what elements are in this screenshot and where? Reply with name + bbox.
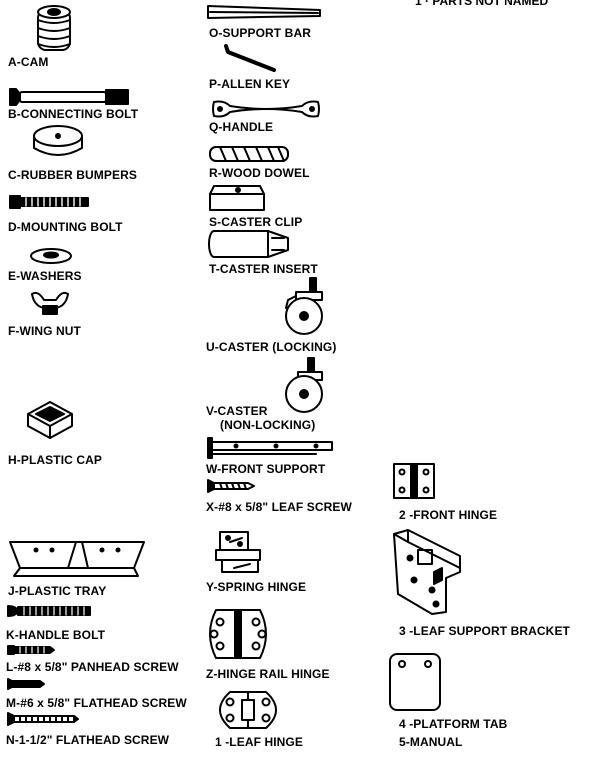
handle-bolt-illustration — [6, 604, 94, 618]
plastic-tray-illustration — [6, 536, 148, 580]
label-2-front-hinge: 2 -FRONT HINGE — [399, 508, 497, 522]
label-4-platform-tab: 4 -PLATFORM TAB — [399, 717, 507, 731]
handle-illustration — [208, 96, 324, 122]
label-c-rubber-bumpers: C-RUBBER BUMPERS — [8, 168, 137, 182]
rubber-bumper-illustration — [30, 124, 86, 162]
caster-locking-illustration — [282, 276, 334, 338]
caster-clip-illustration — [208, 182, 266, 214]
label-z-hinge-rail-hinge: Z-HINGE RAIL HINGE — [206, 667, 330, 681]
flathead-screw-long-illustration — [6, 712, 80, 726]
wood-dowel-illustration — [208, 144, 290, 164]
label-f-wing-nut: F-WING NUT — [8, 324, 81, 338]
label-h-plastic-cap: H-PLASTIC CAP — [8, 453, 102, 467]
panhead-screw-illustration — [6, 644, 56, 656]
label-y-spring-hinge: Y-SPRING HINGE — [206, 580, 306, 594]
label-b-connecting-bolt: B-CONNECTING BOLT — [8, 107, 138, 121]
label-w-front-support: W-FRONT SUPPORT — [206, 462, 325, 476]
allen-key-illustration — [222, 42, 280, 74]
plastic-cap-illustration — [22, 396, 78, 442]
label-d-mounting-bolt: D-MOUNTING BOLT — [8, 220, 123, 234]
label-j-plastic-tray: J-PLASTIC TRAY — [8, 584, 106, 598]
label-q-handle: Q-HANDLE — [209, 120, 273, 134]
support-bar-illustration — [206, 2, 324, 20]
label-3-leaf-support-bracket: 3 -LEAF SUPPORT BRACKET — [399, 624, 570, 638]
leaf-hinge-illustration — [210, 688, 286, 732]
label-e-washers: E-WASHERS — [8, 269, 82, 283]
label-k-handle-bolt: K-HANDLE BOLT — [6, 628, 105, 642]
caster-non-locking-illustration — [280, 356, 332, 416]
label-t-caster-insert: T-CASTER INSERT — [209, 262, 318, 276]
label-1-leaf-hinge: 1 -LEAF HINGE — [215, 735, 303, 749]
label-v-caster: V-CASTER — [206, 404, 267, 418]
connecting-bolt-illustration — [8, 86, 132, 108]
label-n-flathead-screw: N-1-1/2" FLATHEAD SCREW — [6, 733, 169, 747]
label-5-manual: 5-MANUAL — [399, 735, 462, 749]
flathead-screw-small-illustration — [6, 678, 46, 690]
label-u-caster-locking: U-CASTER (LOCKING) — [206, 340, 336, 354]
front-support-illustration — [206, 434, 336, 462]
label-l-panhead-screw: L-#8 x 5/8" PANHEAD SCREW — [6, 660, 179, 674]
label-x-leaf-screw: X-#8 x 5/8" LEAF SCREW — [206, 500, 352, 514]
label-m-flathead-screw: M-#6 x 5/8" FLATHEAD SCREW — [6, 696, 187, 710]
leaf-screw-illustration — [206, 478, 256, 494]
mounting-bolt-illustration — [8, 194, 92, 210]
label-a-cam: A-CAM — [8, 55, 49, 69]
hinge-rail-hinge-illustration — [202, 606, 274, 662]
header-fragment: 1 · PARTS NOT NAMED — [415, 0, 548, 8]
label-s-caster-clip: S-CASTER CLIP — [209, 215, 302, 229]
cam-illustration — [32, 4, 76, 54]
spring-hinge-illustration — [212, 528, 268, 576]
platform-tab-illustration — [388, 652, 442, 712]
washer-illustration — [28, 246, 74, 266]
label-p-allen-key: P-ALLEN KEY — [209, 77, 290, 91]
label-v-caster-non-locking: (NON-LOCKING) — [220, 418, 315, 432]
label-r-wood-dowel: R-WOOD DOWEL — [209, 166, 310, 180]
label-o-support-bar: O-SUPPORT BAR — [209, 26, 311, 40]
caster-insert-illustration — [206, 228, 292, 260]
front-hinge-illustration — [392, 462, 436, 500]
wing-nut-illustration — [28, 288, 72, 318]
leaf-support-bracket-illustration — [388, 528, 468, 618]
